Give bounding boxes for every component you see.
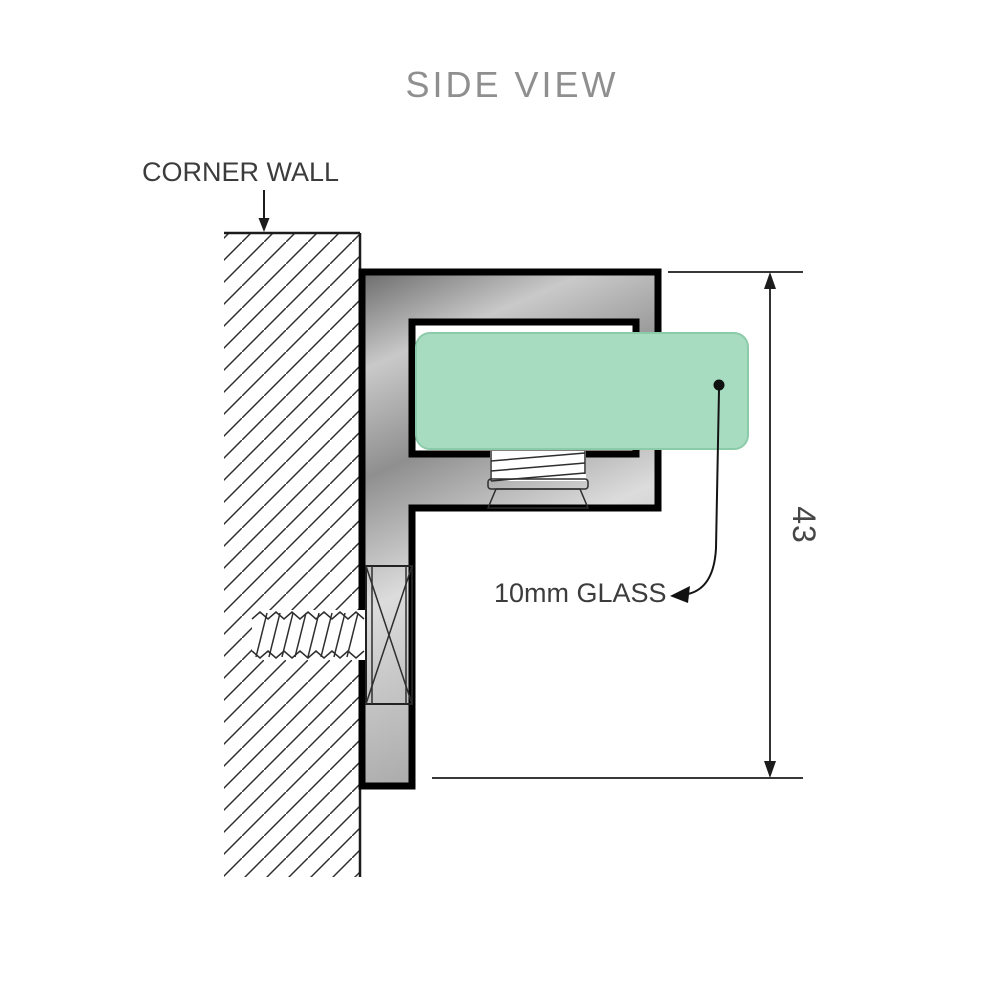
corner-wall-arrow xyxy=(258,190,270,232)
callout-leader-line xyxy=(687,389,720,595)
callout-arrowhead xyxy=(670,586,690,603)
corner-wall-label: CORNER WALL xyxy=(142,157,339,187)
wall-section xyxy=(224,231,362,877)
glass-label: 10mm GLASS xyxy=(494,578,667,608)
glass-panel xyxy=(415,332,749,450)
grub-screw xyxy=(486,451,590,509)
diagram-title: SIDE VIEW xyxy=(405,64,618,105)
glass-callout: 10mm GLASS xyxy=(494,379,725,608)
dimension-height: 43 xyxy=(432,271,822,779)
grub-screw-body xyxy=(486,488,590,509)
wall-screw xyxy=(251,565,413,705)
wall-hatching xyxy=(224,233,360,877)
dimension-arrow-bottom xyxy=(764,761,776,778)
wall-screw-boss xyxy=(365,565,413,705)
wall-screw-thread-bottom xyxy=(251,650,365,659)
wall-screw-thread-top xyxy=(251,611,365,620)
dimension-arrow-top xyxy=(764,272,776,289)
dimension-label: 43 xyxy=(786,506,822,544)
callout-dot xyxy=(713,379,725,391)
